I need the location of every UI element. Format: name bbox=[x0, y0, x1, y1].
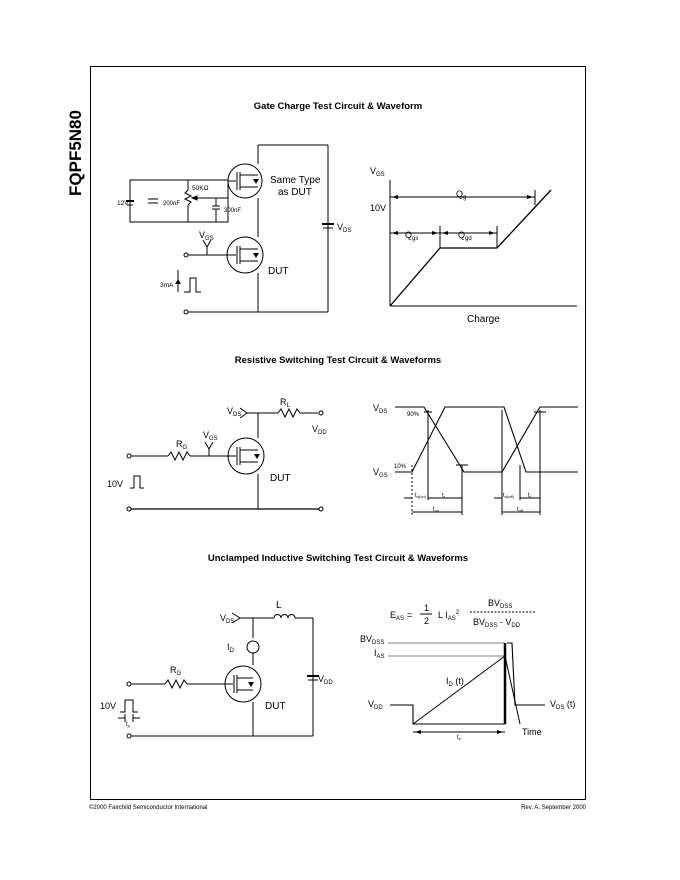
bvdss-numerator: BVDSS bbox=[488, 598, 512, 610]
pct90-label: 90% bbox=[407, 412, 420, 418]
gc-x-label: Charge bbox=[467, 314, 500, 325]
resistive-waveform bbox=[395, 406, 578, 515]
rs-vdd-label: VDD bbox=[312, 424, 327, 436]
tr-label: tr bbox=[442, 493, 446, 499]
rs-vds-label: VDS bbox=[227, 406, 241, 418]
qgs-label: Qgs bbox=[405, 230, 418, 242]
bvdss-denominator: BVDSS - VDD bbox=[473, 617, 521, 629]
rs-dut-label: DUT bbox=[270, 473, 291, 484]
gc-10v-label: 10V bbox=[370, 203, 386, 213]
toff-label: toff bbox=[517, 507, 524, 513]
uis-waveform bbox=[388, 642, 545, 734]
frac-two: 2 bbox=[424, 616, 429, 626]
uw-time-label: Time bbox=[522, 727, 542, 737]
uis-tp-label: tp bbox=[126, 722, 131, 728]
uw-vdd-label: VDD bbox=[368, 699, 383, 711]
rs-vgs-label: VGS bbox=[203, 430, 218, 442]
same-type-line2: as DUT bbox=[278, 187, 312, 198]
uis-rg-label: RG bbox=[170, 665, 182, 677]
vgs-label: VGS bbox=[199, 230, 214, 242]
qg-label: Qg bbox=[456, 189, 466, 201]
tdoff-label: td(off) bbox=[503, 493, 515, 499]
qgd-label: Qgd bbox=[458, 230, 472, 242]
resistive-switching-title: Resistive Switching Test Circuit & Wavef… bbox=[234, 355, 442, 366]
uis-pulse-label: 10V bbox=[100, 701, 116, 711]
cap2-label: 300nF bbox=[224, 208, 241, 214]
gate-charge-title: Gate Charge Test Circuit & Waveform bbox=[253, 101, 423, 112]
frac-one: 1 bbox=[424, 603, 429, 613]
pct10-label: 10% bbox=[394, 464, 407, 470]
uw-ias-label: IAS bbox=[374, 648, 385, 660]
ton-label: ton bbox=[433, 507, 439, 513]
uw-idt-label: ID (t) bbox=[446, 676, 464, 688]
same-type-line1: Same Type bbox=[270, 175, 321, 186]
current-label: 3mA bbox=[160, 282, 174, 289]
rs-pulse-label: 10V bbox=[107, 479, 123, 489]
cap1-label: 200nF bbox=[163, 201, 180, 207]
l-ias-term: L IAS2 bbox=[438, 610, 460, 622]
uis-id-label: ID bbox=[227, 642, 235, 654]
uw-bvdss-label: BVDSS bbox=[360, 634, 384, 646]
uw-vdst-label: VDS (t) bbox=[550, 699, 575, 711]
tf-label: tf bbox=[528, 493, 532, 499]
uis-vdd-label: VDD bbox=[318, 674, 333, 686]
gate-charge-waveform bbox=[389, 180, 577, 307]
uis-dut-label: DUT bbox=[265, 701, 286, 712]
page-frame bbox=[90, 66, 586, 800]
tdon-label: td(on) bbox=[415, 493, 427, 499]
uis-vds-label: VDS bbox=[220, 613, 234, 625]
rw-vds-label: VDS bbox=[373, 403, 387, 415]
inductor-label: L bbox=[276, 600, 282, 611]
vds-label: VDS bbox=[337, 222, 351, 234]
dut-label: DUT bbox=[268, 266, 289, 277]
footer-revision: Rev. A, September 2000 bbox=[521, 805, 586, 811]
supply-label: 12V bbox=[117, 200, 129, 207]
footer-copyright: ©2000 Fairchild Semiconductor Internatio… bbox=[89, 805, 208, 811]
rs-rg-label: RG bbox=[176, 439, 188, 451]
resistor-label: 50KΩ bbox=[192, 185, 209, 192]
gate-charge-circuit bbox=[126, 144, 334, 315]
rw-vgs-label: VGS bbox=[373, 467, 388, 479]
gc-y-label: VGS bbox=[370, 166, 385, 178]
uw-tp-label: tp bbox=[457, 735, 462, 741]
uis-title: Unclamped Inductive Switching Test Circu… bbox=[207, 553, 469, 564]
uis-circuit bbox=[118, 612, 319, 739]
eas-label: EAS= bbox=[390, 610, 412, 622]
resistive-circuit bbox=[126, 407, 324, 512]
rl-label: RL bbox=[280, 397, 291, 409]
